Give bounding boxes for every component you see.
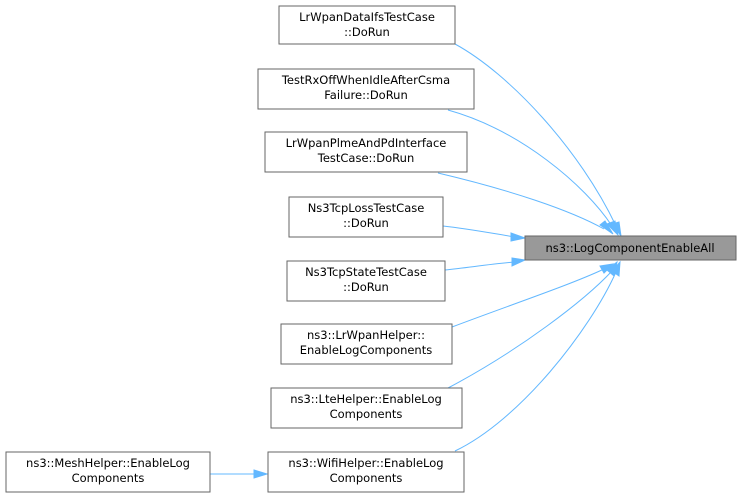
edge-n8-target	[454, 260, 621, 452]
nodes: LrWpanDataIfsTestCase ::DoRun TestRxOffW…	[5, 5, 737, 493]
node-lrwpan-dataifs-testcase[interactable]: LrWpanDataIfsTestCase ::DoRun	[278, 5, 456, 45]
node-label-line: ::DoRun	[344, 25, 390, 39]
node-label-line: TestCase::DoRun	[317, 151, 414, 165]
node-wifihelper-enablelogcomponents[interactable]: ns3::WifiHelper::EnableLog Components	[267, 451, 465, 493]
node-label-line: ::DoRun	[343, 216, 389, 230]
edge-n1-target	[454, 43, 622, 237]
node-lrwpan-plme-pd-interface[interactable]: LrWpanPlmeAndPdInterface TestCase::DoRun	[264, 131, 468, 173]
node-label-line: EnableLogComponents	[300, 343, 432, 357]
node-label-line: TestRxOffWhenIdleAfterCsma	[281, 73, 450, 87]
node-label-line: Ns3TcpStateTestCase	[305, 265, 427, 279]
node-meshhelper-enablelogcomponents[interactable]: ns3::MeshHelper::EnableLog Components	[5, 451, 211, 493]
edge-n2-target	[447, 109, 619, 237]
node-lrwpanhelper-enablelogcomponents[interactable]: ns3::LrWpanHelper:: EnableLogComponents	[280, 323, 453, 365]
node-label-line: ::DoRun	[343, 280, 389, 294]
node-label-line: ns3::WifiHelper::EnableLog	[288, 456, 443, 470]
node-label-line: Components	[330, 471, 403, 485]
edge-n4-target	[442, 225, 527, 242]
edges	[210, 43, 622, 479]
node-label-line: Ns3TcpLossTestCase	[308, 201, 425, 215]
node-label-line: ns3::LogComponentEnableAll	[545, 241, 714, 255]
edge-n5-target	[444, 257, 527, 271]
edge-n3-target	[437, 172, 614, 235]
edge-n9-n8	[210, 469, 269, 479]
node-label-line: ns3::MeshHelper::EnableLog	[26, 456, 190, 470]
node-label-line: Components	[72, 471, 145, 485]
edge-n6-target	[451, 263, 615, 328]
node-ns3tcp-state-testcase[interactable]: Ns3TcpStateTestCase ::DoRun	[286, 260, 446, 302]
node-label-line: Components	[330, 407, 403, 421]
edge-n7-target	[447, 260, 618, 389]
node-label-line: ns3::LteHelper::EnableLog	[290, 392, 442, 406]
node-ns3tcp-loss-testcase[interactable]: Ns3TcpLossTestCase ::DoRun	[288, 196, 444, 238]
node-label-line: Failure::DoRun	[324, 88, 408, 102]
node-testrxoff-when-idle[interactable]: TestRxOffWhenIdleAfterCsma Failure::DoRu…	[257, 68, 475, 110]
node-label-line: LrWpanPlmeAndPdInterface	[286, 136, 447, 150]
node-logcomponentenableall[interactable]: ns3::LogComponentEnableAll	[524, 235, 737, 261]
node-ltehelper-enablelogcomponents[interactable]: ns3::LteHelper::EnableLog Components	[270, 387, 463, 429]
node-label-line: LrWpanDataIfsTestCase	[299, 10, 435, 24]
node-label-line: ns3::LrWpanHelper::	[307, 328, 425, 342]
